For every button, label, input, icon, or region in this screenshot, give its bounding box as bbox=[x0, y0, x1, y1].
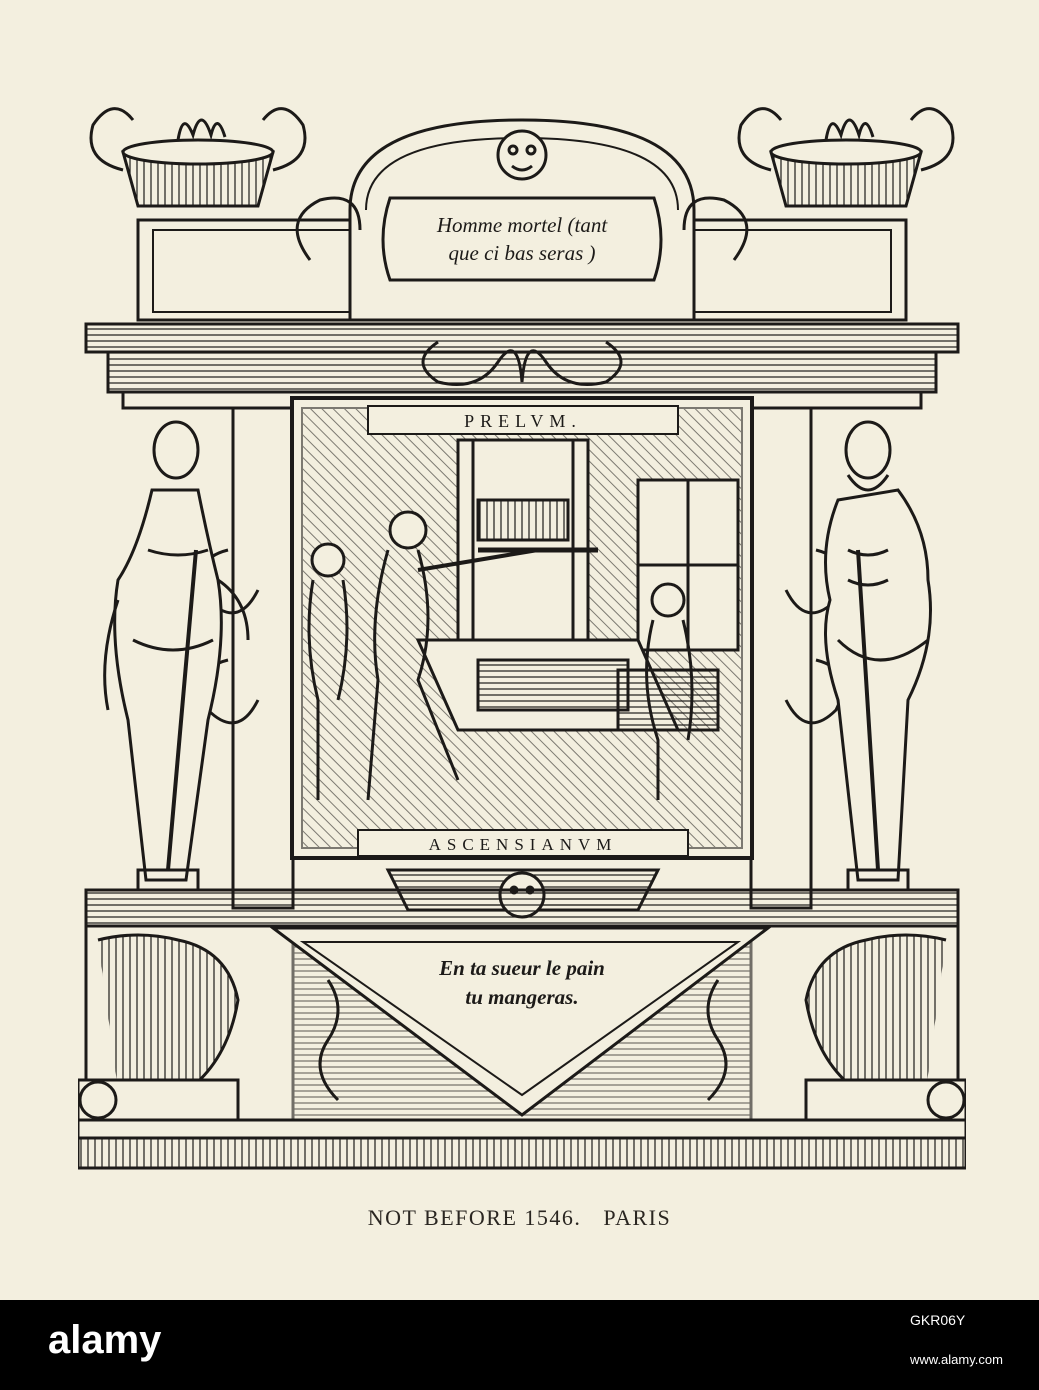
cornice bbox=[84, 322, 960, 354]
pilaster-left bbox=[231, 406, 295, 910]
print-sheet: Homme mortel (tant que ci bas seras ) PR… bbox=[0, 80, 1039, 1231]
stock-image-id: GKR06Y bbox=[910, 1312, 966, 1328]
caption-date: NOT BEFORE 1546. bbox=[367, 1205, 582, 1230]
caption: NOT BEFORE 1546. PARIS bbox=[0, 1205, 1039, 1231]
woodcut-frame: Homme mortel (tant que ci bas seras ) PR… bbox=[78, 107, 966, 1170]
plate-bottom-label: ASCENSIANVM bbox=[429, 835, 618, 854]
woodcut-illustration: Homme mortel (tant que ci bas seras ) PR… bbox=[78, 80, 966, 1170]
compositor bbox=[307, 542, 349, 800]
upper-motto-line1: Homme mortel (tant bbox=[436, 213, 608, 237]
upper-motto-line2: que ci bas seras ) bbox=[449, 241, 596, 265]
vine-right bbox=[706, 979, 728, 1102]
pilaster-right bbox=[749, 406, 813, 910]
inker bbox=[616, 582, 720, 800]
caryatid-left bbox=[103, 420, 250, 892]
foot-right bbox=[804, 933, 966, 1122]
ram-scroll bbox=[421, 340, 623, 386]
printing-press bbox=[415, 438, 681, 732]
brazier-right bbox=[737, 107, 955, 208]
brazier-left bbox=[89, 107, 307, 208]
caryatid-right bbox=[824, 420, 932, 892]
motto-cartouche-upper bbox=[381, 196, 663, 282]
plate-top-label: PRELVM. bbox=[464, 411, 582, 431]
plate-bottom bbox=[357, 829, 689, 857]
bottom-molding bbox=[78, 1118, 966, 1140]
bottom-plinth bbox=[78, 1136, 966, 1170]
caption-place: PARIS bbox=[603, 1205, 672, 1230]
plate-top bbox=[367, 405, 679, 435]
motto-triangle bbox=[268, 926, 773, 1117]
plinth bbox=[84, 888, 960, 928]
lower-motto-line1: En ta sueur le pain bbox=[438, 956, 605, 980]
pressman bbox=[366, 510, 539, 801]
vine-left bbox=[318, 979, 340, 1102]
stock-url[interactable]: www.alamy.com bbox=[910, 1352, 1003, 1367]
lower-motto-line2: tu mangeras. bbox=[465, 985, 578, 1009]
foot-left bbox=[78, 933, 240, 1122]
stock-footer: alamy GKR06Y www.alamy.com bbox=[0, 1300, 1039, 1390]
scroll-right bbox=[682, 196, 749, 261]
mask-top bbox=[496, 129, 548, 181]
scroll-left bbox=[295, 196, 362, 261]
alamy-logo[interactable]: alamy bbox=[48, 1318, 162, 1362]
